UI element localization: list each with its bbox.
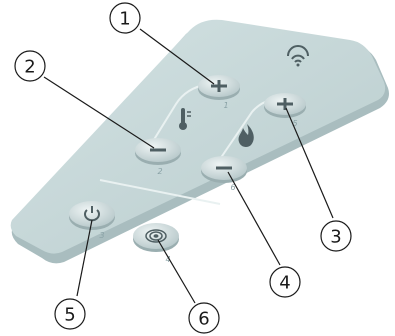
callout-5: 5 <box>54 298 86 330</box>
button-label-1: 1 <box>223 101 228 110</box>
callout-number-3: 3 <box>330 227 341 248</box>
remote-body <box>10 19 389 264</box>
callout-number-4: 4 <box>279 273 290 294</box>
flame-icon <box>238 124 254 147</box>
callout-4: 4 <box>269 266 301 298</box>
callout-line-3 <box>285 107 334 219</box>
callout-2: 2 <box>14 50 46 82</box>
callout-3: 3 <box>320 220 352 252</box>
callout-line-5 <box>76 219 93 297</box>
callout-6: 6 <box>188 302 220 334</box>
button-label-6: 6 <box>230 183 235 192</box>
minus-button-left[interactable]: 2 <box>135 138 181 176</box>
callout-lines <box>43 28 334 304</box>
callout-line-2 <box>43 76 155 149</box>
minus-button-right[interactable]: 6 <box>201 156 247 192</box>
power-button[interactable]: 3 <box>69 201 115 240</box>
button-label-3: 3 <box>99 231 104 240</box>
wifi-signal-icon <box>145 229 167 243</box>
thermometer-icon <box>179 108 191 130</box>
plus-icon <box>277 98 293 110</box>
button-label-5: 5 <box>292 119 297 128</box>
remote-face <box>10 19 386 254</box>
callout-number-1: 1 <box>119 9 130 30</box>
callout-1: 1 <box>109 2 141 34</box>
callout-number-5: 5 <box>64 305 75 326</box>
wifi-button[interactable]: 4 <box>133 223 179 264</box>
plus-button-top[interactable]: 1 <box>198 75 240 110</box>
plus-button-right[interactable]: 5 <box>264 93 306 128</box>
divider-line <box>99 179 221 205</box>
callout-line-6 <box>157 239 196 304</box>
plus-icon <box>211 80 227 92</box>
callout-number-6: 6 <box>198 309 209 330</box>
callout-line-1 <box>139 28 215 85</box>
button-label-2: 2 <box>157 167 162 176</box>
wifi-icon <box>287 45 309 67</box>
button-label-4: 4 <box>165 255 170 264</box>
callout-line-4 <box>227 171 281 266</box>
callout-number-2: 2 <box>24 57 35 78</box>
